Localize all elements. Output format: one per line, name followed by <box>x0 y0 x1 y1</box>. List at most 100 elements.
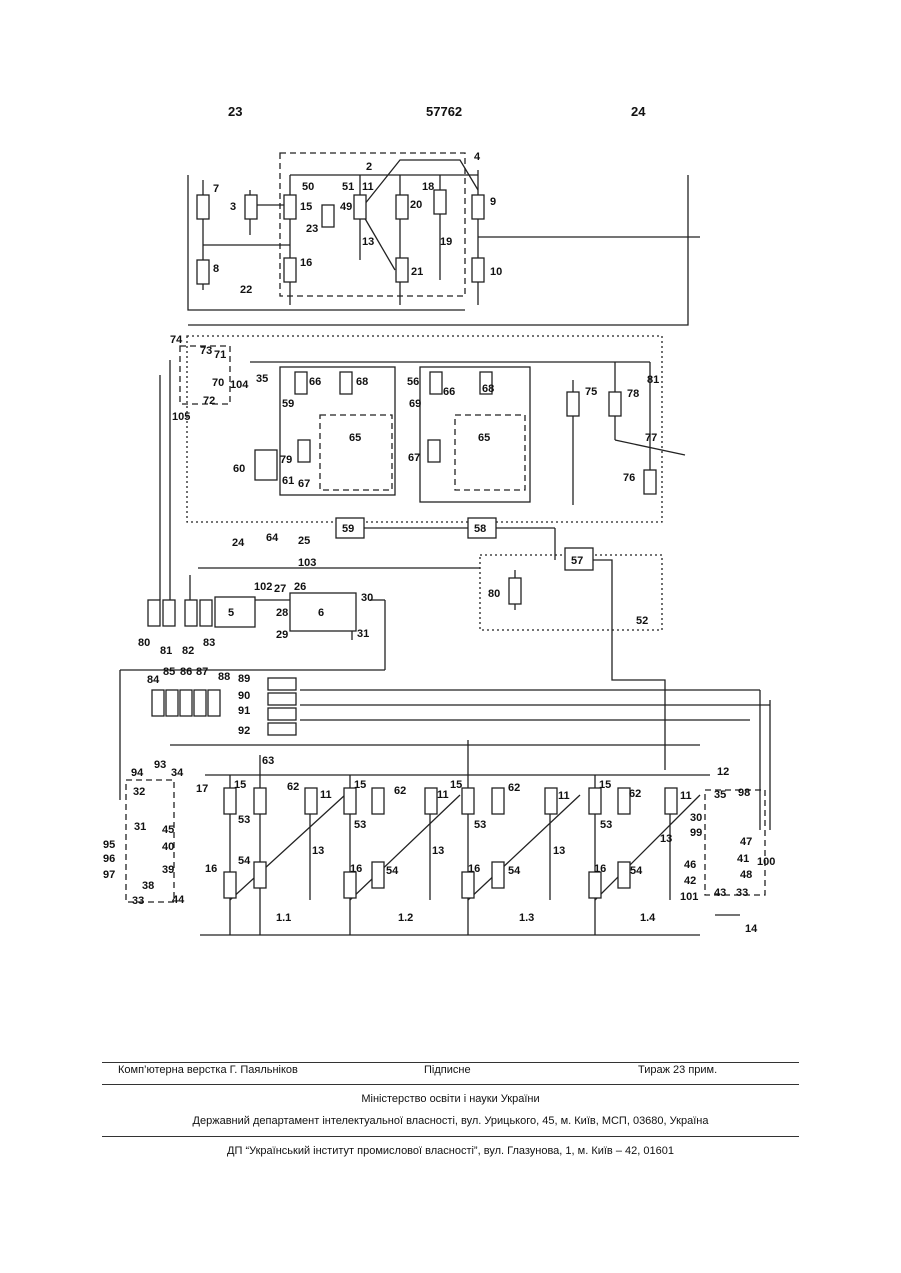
footer-rule-middle <box>102 1084 799 1085</box>
schematic-label: 99 <box>690 827 702 839</box>
schematic-label: 62 <box>629 788 641 800</box>
schematic-label: 11 <box>558 790 570 802</box>
footer-department: Державний департамент інтелектуальної вл… <box>102 1115 799 1127</box>
schematic-label: 1.4 <box>640 912 656 924</box>
schematic-label: 54 <box>386 865 399 877</box>
schematic-label: 60 <box>233 463 245 475</box>
schematic-label: 68 <box>482 383 494 395</box>
schematic-label: 22 <box>240 284 252 296</box>
schematic-label: 27 <box>274 583 286 595</box>
schematic-label: 50 <box>302 181 314 193</box>
schematic-label: 32 <box>133 786 145 798</box>
schematic-label: 62 <box>508 782 520 794</box>
schematic-label: 66 <box>309 376 321 388</box>
schematic-label: 69 <box>409 398 421 410</box>
schematic-label: 54 <box>238 855 251 867</box>
schematic-label: 5 <box>228 607 234 619</box>
schematic-label: 80 <box>138 637 150 649</box>
schematic-label: 84 <box>147 674 160 686</box>
schematic-label: 53 <box>354 819 366 831</box>
footer-ministry: Міністерство освіти і науки України <box>102 1093 799 1105</box>
footer-institute: ДП “Український інститут промислової вла… <box>102 1145 799 1157</box>
schematic-label: 15 <box>450 779 462 791</box>
schematic-label: 56 <box>407 376 419 388</box>
schematic-label: 31 <box>357 628 369 640</box>
schematic-label: 59 <box>282 398 294 410</box>
footer-rule-top <box>102 1062 799 1063</box>
schematic-label: 40 <box>162 841 174 853</box>
schematic-label: 28 <box>276 607 288 619</box>
schematic-label: 29 <box>276 629 288 641</box>
schematic-label: 100 <box>757 856 775 868</box>
schematic-label: 53 <box>600 819 612 831</box>
schematic-label: 16 <box>300 257 312 269</box>
schematic-label: 59 <box>342 523 354 535</box>
schematic-label: 67 <box>408 452 420 464</box>
schematic-label: 103 <box>298 557 316 569</box>
schematic-label: 41 <box>737 853 749 865</box>
schematic-label: 1.3 <box>519 912 534 924</box>
schematic-label: 88 <box>218 671 230 683</box>
schematic-label: 90 <box>238 690 250 702</box>
schematic-label: 44 <box>172 894 185 906</box>
schematic-label: 13 <box>660 833 672 845</box>
schematic-label: 77 <box>645 432 657 444</box>
schematic-label: 53 <box>238 814 250 826</box>
schematic-label: 18 <box>422 181 434 193</box>
schematic-label: 49 <box>340 201 352 213</box>
schematic-label: 54 <box>630 865 643 877</box>
schematic-label: 86 <box>180 666 192 678</box>
schematic-label: 15 <box>300 201 312 213</box>
schematic-label: 26 <box>294 581 306 593</box>
schematic-label: 43 <box>714 887 726 899</box>
schematic-label: 82 <box>182 645 194 657</box>
schematic-label: 64 <box>266 532 279 544</box>
schematic-label: 48 <box>740 869 752 881</box>
schematic-label: 21 <box>411 266 423 278</box>
schematic-label: 38 <box>142 880 154 892</box>
schematic-label: 46 <box>684 859 696 871</box>
schematic-label: 58 <box>474 523 486 535</box>
schematic-label: 1.2 <box>398 912 413 924</box>
circuit-schematic: 2 4 7 3 50 51 11 18 9 15 49 20 23 13 19 … <box>0 0 901 1000</box>
schematic-label: 35 <box>714 789 726 801</box>
schematic-label: 13 <box>432 845 444 857</box>
schematic-label: 98 <box>738 787 750 799</box>
footer-rule-bottom <box>102 1136 799 1137</box>
schematic-label: 66 <box>443 386 455 398</box>
schematic-label: 15 <box>599 779 611 791</box>
footer-composer: Комп’ютерна верстка Г. Паяльніков <box>118 1064 298 1076</box>
schematic-label: 42 <box>684 875 696 887</box>
schematic-label: 31 <box>134 821 146 833</box>
schematic-label: 11 <box>680 790 692 802</box>
schematic-label: 15 <box>354 779 366 791</box>
schematic-label: 61 <box>282 475 294 487</box>
schematic-label: 12 <box>717 766 729 778</box>
schematic-label: 97 <box>103 869 115 881</box>
schematic-label: 65 <box>349 432 361 444</box>
schematic-label: 23 <box>306 223 318 235</box>
schematic-label: 70 <box>212 377 224 389</box>
schematic-label: 47 <box>740 836 752 848</box>
schematic-label: 94 <box>131 767 144 779</box>
schematic-label: 54 <box>508 865 521 877</box>
schematic-label: 13 <box>312 845 324 857</box>
schematic-label: 104 <box>230 379 249 391</box>
schematic-label: 75 <box>585 386 597 398</box>
schematic-label: 45 <box>162 824 174 836</box>
schematic-label: 13 <box>553 845 565 857</box>
schematic-label: 91 <box>238 705 250 717</box>
schematic-label: 72 <box>203 395 215 407</box>
schematic-label: 8 <box>213 263 219 275</box>
schematic-label: 16 <box>205 863 217 875</box>
schematic-label: 39 <box>162 864 174 876</box>
schematic-label: 65 <box>478 432 490 444</box>
schematic-label: 16 <box>468 863 480 875</box>
schematic-label: 33 <box>736 887 748 899</box>
schematic-label: 96 <box>103 853 115 865</box>
schematic-label: 30 <box>361 592 373 604</box>
schematic-label: 13 <box>362 236 374 248</box>
footer-circulation: Тираж 23 прим. <box>638 1064 717 1076</box>
schematic-label: 67 <box>298 478 310 490</box>
schematic-label: 80 <box>488 588 500 600</box>
